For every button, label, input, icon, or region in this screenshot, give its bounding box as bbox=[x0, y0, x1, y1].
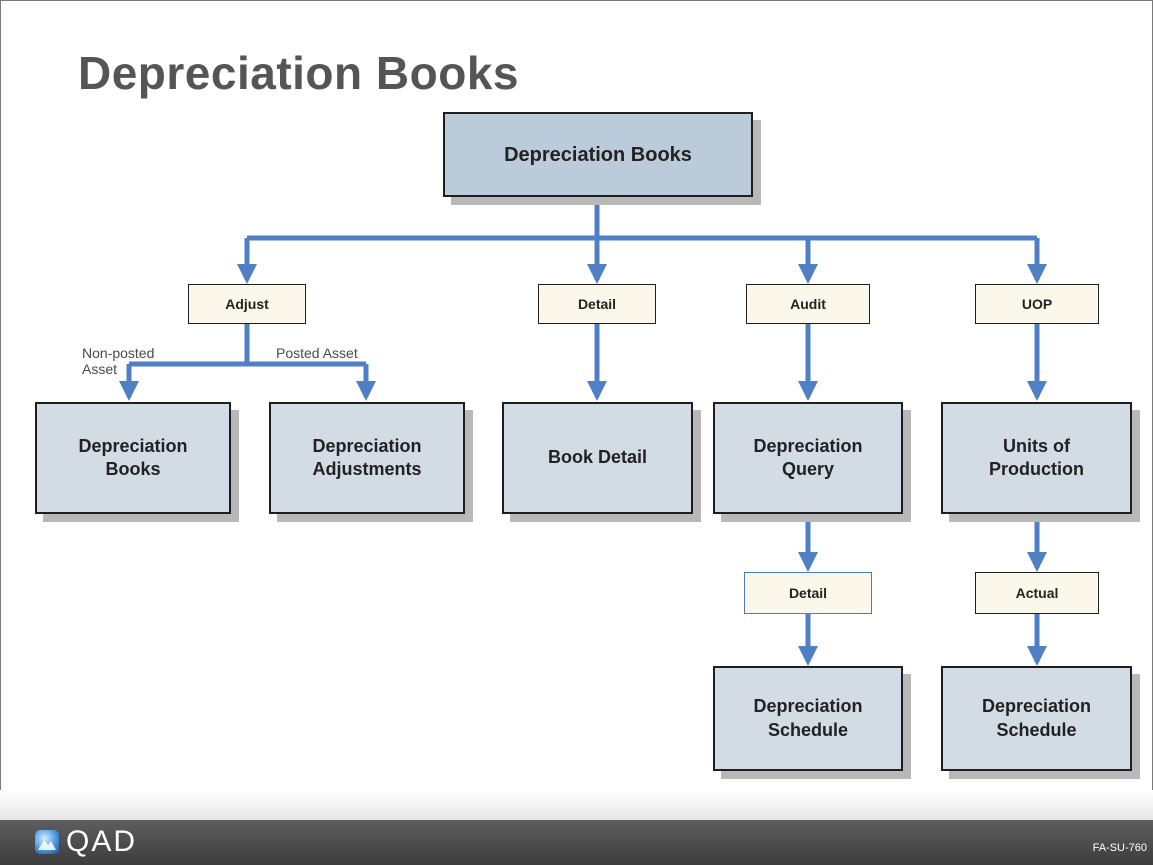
sub-action-query-detail-label: Detail bbox=[788, 585, 828, 601]
action-adjust: Adjust bbox=[188, 284, 306, 324]
action-adjust-label: Adjust bbox=[225, 296, 269, 312]
sub-action-query-detail: Detail bbox=[744, 572, 872, 614]
screen-depreciation-books: Depreciation Books bbox=[35, 402, 231, 514]
screen-units-of-production-label: Units of Production bbox=[989, 435, 1084, 479]
qad-logo-icon bbox=[35, 830, 59, 854]
screen-book-detail-label: Book Detail bbox=[547, 447, 648, 468]
footer-bar: QAD FA-SU-760 bbox=[0, 820, 1153, 865]
screen-depreciation-adjustments: Depreciation Adjustments bbox=[269, 402, 465, 514]
screen-uop-depreciation-schedule-label: Depreciation Schedule bbox=[981, 696, 1092, 740]
screen-units-of-production: Units of Production bbox=[941, 402, 1132, 514]
qad-logo-text: QAD bbox=[66, 825, 138, 858]
screen-book-detail: Book Detail bbox=[502, 402, 693, 514]
action-detail: Detail bbox=[538, 284, 656, 324]
action-detail-label: Detail bbox=[577, 296, 617, 312]
root-node-label: Depreciation Books bbox=[504, 143, 692, 166]
action-uop: UOP bbox=[975, 284, 1099, 324]
screen-uop-depreciation-schedule: Depreciation Schedule bbox=[941, 666, 1132, 771]
footer-fade bbox=[0, 790, 1153, 820]
action-audit-label: Audit bbox=[790, 296, 826, 312]
action-uop-label: UOP bbox=[1021, 296, 1053, 312]
qad-logo: QAD bbox=[34, 825, 138, 858]
root-node-depreciation-books: Depreciation Books bbox=[443, 112, 753, 197]
screen-depreciation-query-label: Depreciation Query bbox=[753, 435, 863, 479]
edge-label-non-posted-asset: Non-posted Asset bbox=[82, 345, 155, 378]
screen-depreciation-books-label: Depreciation Books bbox=[78, 435, 188, 479]
sub-action-uop-actual-label: Actual bbox=[1015, 585, 1059, 601]
screen-depreciation-query: Depreciation Query bbox=[713, 402, 903, 514]
screen-depreciation-adjustments-label: Depreciation Adjustments bbox=[312, 435, 422, 479]
slide-title: Depreciation Books bbox=[78, 47, 519, 99]
screen-query-depreciation-schedule-label: Depreciation Schedule bbox=[753, 696, 863, 740]
slide-code: FA-SU-760 bbox=[1092, 842, 1147, 854]
edge-label-posted-asset: Posted Asset bbox=[276, 345, 358, 361]
sub-action-uop-actual: Actual bbox=[975, 572, 1099, 614]
screen-query-depreciation-schedule: Depreciation Schedule bbox=[713, 666, 903, 771]
action-audit: Audit bbox=[746, 284, 870, 324]
